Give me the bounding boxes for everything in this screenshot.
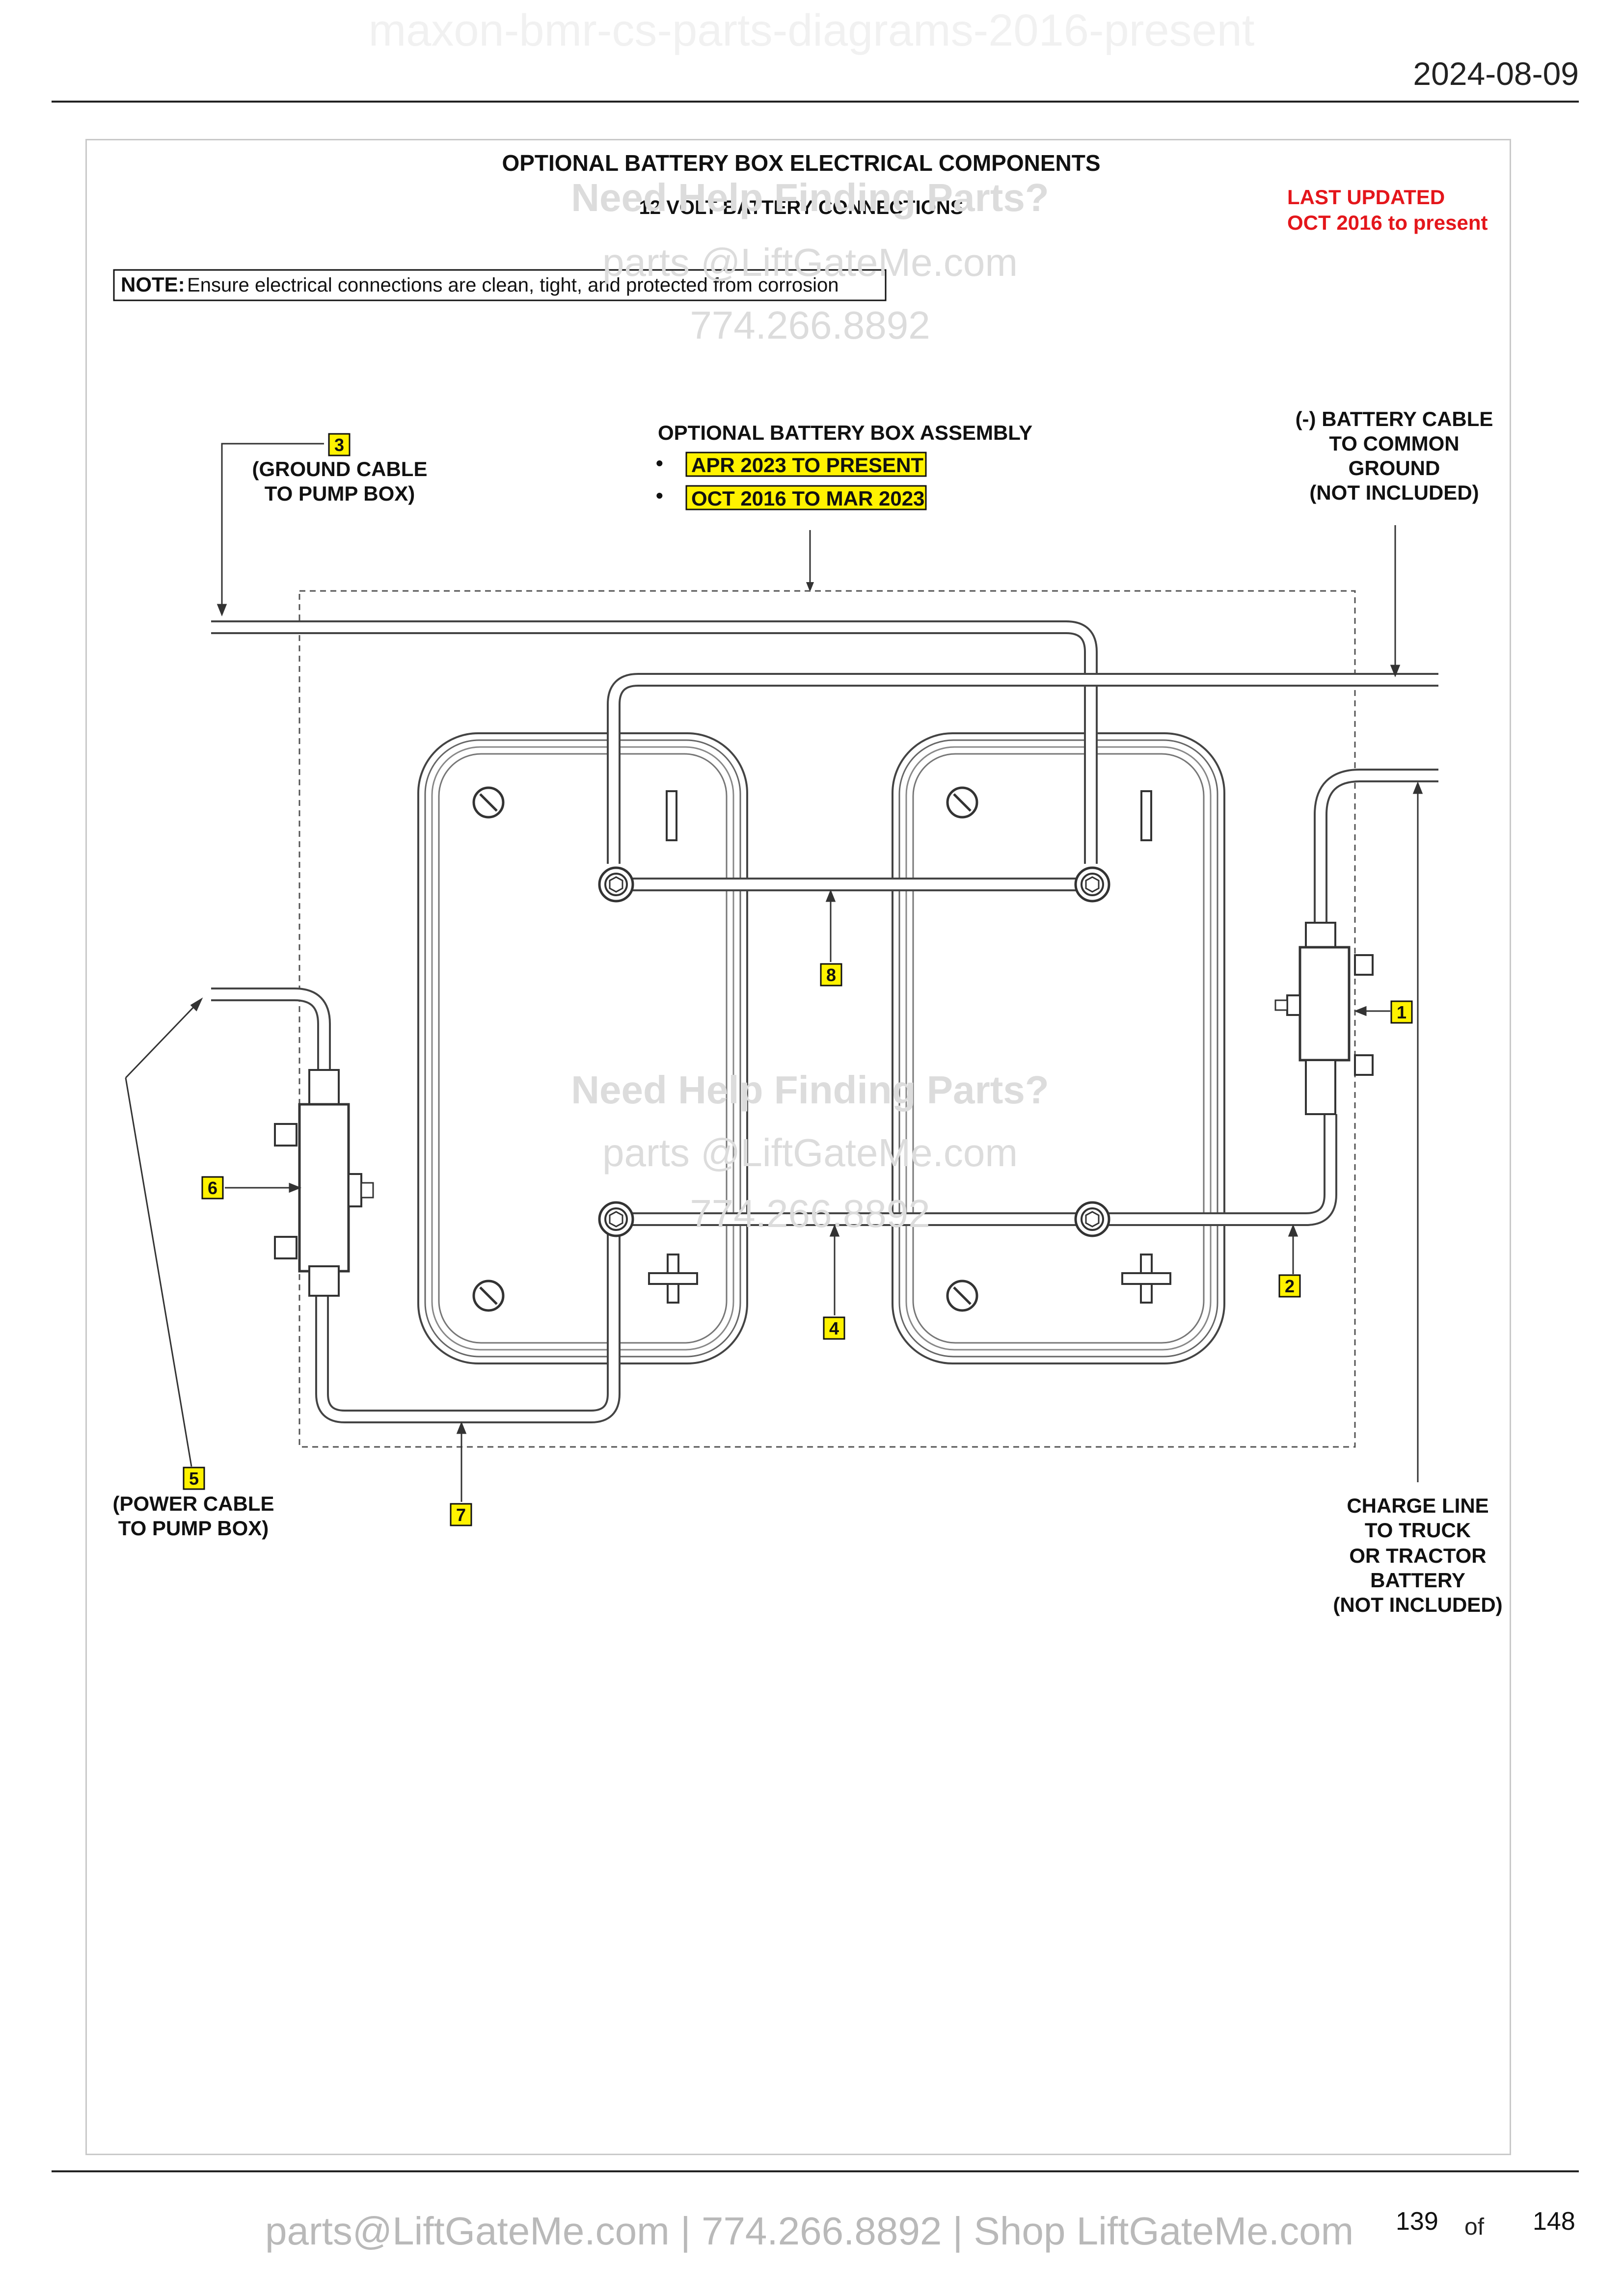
vent-cap-icon [947, 1281, 977, 1310]
negative-ground-cable [607, 673, 1438, 864]
svg-text:GROUND: GROUND [1349, 456, 1440, 480]
svg-text:6: 6 [208, 1178, 217, 1198]
svg-text:7: 7 [456, 1505, 466, 1525]
note-box [113, 269, 887, 301]
negative-mark-icon [1140, 790, 1152, 841]
last-updated-label: LAST UPDATED [1287, 186, 1445, 209]
svg-text:(GROUND CABLE: (GROUND CABLE [252, 457, 428, 481]
terminal-nut-icon [599, 868, 633, 901]
svg-text:2: 2 [1285, 1276, 1295, 1296]
last-updated-range: OCT 2016 to present [1287, 211, 1488, 234]
svg-text:TO PUMP BOX): TO PUMP BOX) [118, 1517, 269, 1540]
positive-mark-icon [1121, 1254, 1171, 1304]
svg-text:TO COMMON: TO COMMON [1329, 432, 1459, 455]
callout-6: 6 [201, 1176, 224, 1200]
battery-right [892, 732, 1225, 1364]
assembly-highlight-2 [685, 485, 927, 510]
charge-line-label: CHARGE LINE TO TRUCK OR TRACTOR BATTERY … [1333, 1494, 1502, 1616]
page-of-label: of [1464, 2214, 1485, 2240]
vent-cap-icon [947, 788, 977, 817]
page-total: 148 [1533, 2207, 1575, 2236]
assembly-item-oct-2016: OCT 2016 TO MAR 2023 [691, 487, 924, 510]
assembly-highlight-1 [685, 452, 927, 477]
watermark-email-mid: parts @LiftGateMe.com [602, 1131, 1018, 1175]
svg-text:4: 4 [829, 1318, 839, 1338]
watermark-phone-mid: 774.266.8892 [690, 1192, 930, 1235]
page-number: 139 [1396, 2207, 1438, 2236]
svg-text:3: 3 [334, 435, 344, 455]
callout-2: 2 [1278, 1274, 1301, 1298]
svg-text:TO PUMP BOX): TO PUMP BOX) [265, 482, 415, 505]
header-rule [52, 101, 1579, 103]
svg-text:8: 8 [826, 965, 836, 985]
negative-cable-label: (-) BATTERY CABLE TO COMMON GROUND (NOT … [1296, 407, 1493, 504]
svg-text:BATTERY: BATTERY [1370, 1569, 1465, 1592]
assembly-bullet-1: • [656, 452, 663, 475]
battery-box-outline [298, 590, 1356, 1448]
svg-text:(NOT INCLUDED): (NOT INCLUDED) [1309, 481, 1479, 504]
svg-text:1: 1 [1397, 1002, 1407, 1022]
svg-text:OR TRACTOR: OR TRACTOR [1349, 1544, 1486, 1567]
power-cable-label: (POWER CABLE TO PUMP BOX) [113, 1492, 274, 1540]
terminal-nut-icon [599, 1202, 633, 1236]
watermark-help-mid: Need Help Finding Parts? [571, 1068, 1049, 1112]
ground-cable [211, 620, 1098, 864]
diagram-title: OPTIONAL BATTERY BOX ELECTRICAL COMPONEN… [502, 150, 1100, 176]
positive-mark-icon [648, 1254, 698, 1304]
callout-3: 3 [328, 433, 351, 456]
watermark-phone-top: 774.266.8892 [690, 303, 930, 347]
svg-text:(NOT INCLUDED): (NOT INCLUDED) [1333, 1593, 1502, 1616]
document-title-watermark: maxon-bmr-cs-parts-diagrams-2016-present [368, 5, 1255, 55]
charge-breaker-cable [1091, 1114, 1337, 1226]
vent-cap-icon [474, 788, 503, 817]
terminal-nut-icon [1076, 1202, 1109, 1236]
assembly-title: OPTIONAL BATTERY BOX ASSEMBLY [658, 421, 1032, 444]
circuit-breaker-left-icon [274, 1069, 374, 1297]
battery-left [417, 732, 748, 1364]
diagram-subtitle: 12 VOLT BATTERY CONNECTIONS [639, 197, 964, 218]
document-date: 2024-08-09 [1413, 55, 1579, 92]
assembly-bullet-2: • [656, 484, 663, 507]
svg-text:(-) BATTERY CABLE: (-) BATTERY CABLE [1296, 407, 1493, 430]
diagram-frame [85, 139, 1511, 2155]
terminal-nut-icon [1076, 868, 1109, 901]
assembly-item-apr-2023: APR 2023 TO PRESENT [691, 454, 923, 477]
vent-cap-icon [474, 1281, 503, 1310]
callout-4: 4 [823, 1316, 845, 1340]
circuit-breaker-right-icon [1274, 922, 1374, 1115]
callout-1: 1 [1390, 1000, 1413, 1024]
watermark-help-top: Need Help Finding Parts? [571, 176, 1049, 219]
note-text: NOTE: Ensure electrical connections are … [121, 273, 839, 296]
callout-7: 7 [450, 1503, 472, 1526]
power-breaker-cable [315, 1219, 621, 1423]
svg-text:TO TRUCK: TO TRUCK [1365, 1519, 1471, 1542]
svg-text:CHARGE LINE: CHARGE LINE [1347, 1494, 1488, 1517]
footer-rule [52, 2170, 1579, 2172]
svg-text:5: 5 [189, 1468, 199, 1489]
callout-8: 8 [820, 963, 842, 987]
svg-text:(POWER CABLE: (POWER CABLE [113, 1492, 274, 1515]
footer-contact-link[interactable]: parts@LiftGateMe.com | 774.266.8892 | Sh… [265, 2209, 1354, 2253]
negative-mark-icon [666, 790, 677, 841]
watermark-email-top: parts @LiftGateMe.com [602, 240, 1018, 284]
charge-line-cable [1314, 769, 1438, 923]
callout-5: 5 [183, 1467, 205, 1490]
ground-cable-label: (GROUND CABLE TO PUMP BOX) [252, 457, 428, 505]
power-cable [211, 988, 331, 1070]
